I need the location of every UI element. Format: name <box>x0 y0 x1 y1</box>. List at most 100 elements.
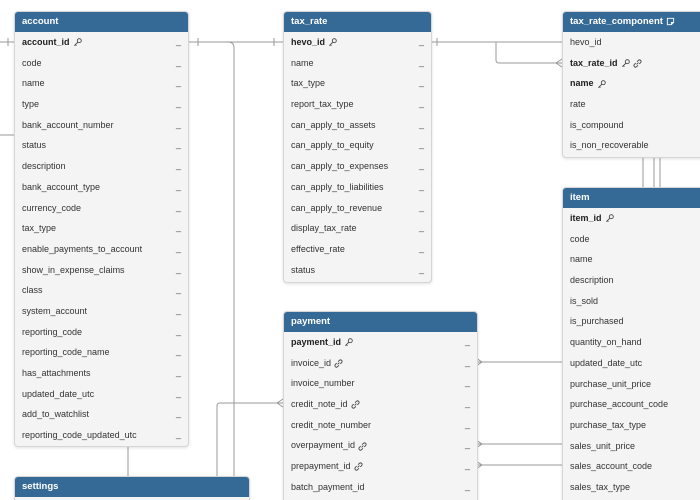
table-header[interactable]: item <box>563 188 700 208</box>
field-row[interactable]: enable_payments_to_account_ <box>15 239 188 260</box>
link-icon <box>334 359 343 368</box>
field-row[interactable]: effective_rate_ <box>284 239 431 260</box>
field-row[interactable]: report_tax_type_ <box>284 94 431 115</box>
field-name: tax_type <box>22 223 57 234</box>
field-name: is_compound <box>570 119 624 130</box>
field-row[interactable]: is_non_recoverable_ <box>563 135 700 156</box>
field-row[interactable]: has_attachments_ <box>15 363 188 384</box>
field-row[interactable]: is_purchased_ <box>563 311 700 332</box>
field-row[interactable]: hevo_id_ <box>284 32 431 53</box>
field-name: reporting_code <box>22 326 83 337</box>
field-row[interactable]: can_apply_to_liabilities_ <box>284 177 431 198</box>
field-row[interactable]: bank_account_type_ <box>15 177 188 198</box>
field-row[interactable]: currency_code_ <box>15 198 188 219</box>
field-name: prepayment_id <box>291 461 351 472</box>
field-row[interactable]: name_ <box>284 53 431 74</box>
field-name: can_apply_to_assets <box>291 119 376 130</box>
field-row[interactable]: payment_id_ <box>284 332 477 353</box>
field-name: description <box>22 161 66 172</box>
field-name: updated_date_utc <box>570 357 643 368</box>
field-row[interactable]: code_ <box>563 229 700 250</box>
field-row[interactable]: credit_note_id_ <box>284 394 477 415</box>
table-title: account <box>22 16 59 27</box>
nullable-marker: _ <box>175 367 181 377</box>
field-row[interactable]: purchase_tax_type_ <box>563 415 700 436</box>
field-name: tax_rate_id <box>570 57 618 68</box>
field-row[interactable]: name_ <box>15 73 188 94</box>
field-name: credit_note_number <box>291 419 372 430</box>
table-header[interactable]: tax_rate <box>284 12 431 32</box>
field-row[interactable]: can_apply_to_assets_ <box>284 115 431 136</box>
field-row[interactable]: is_sold_ <box>563 291 700 312</box>
nullable-marker: _ <box>175 242 181 253</box>
nullable-marker: _ <box>464 398 470 409</box>
field-row[interactable]: updated_date_utc_ <box>15 384 188 405</box>
field-row[interactable]: credit_note_number_ <box>284 415 477 436</box>
table-header[interactable]: tax_rate_component <box>563 12 700 32</box>
field-name: name <box>570 78 594 89</box>
field-row[interactable]: can_apply_to_equity_ <box>284 135 431 156</box>
nullable-marker: _ <box>175 118 181 129</box>
field-row[interactable]: can_apply_to_expenses_ <box>284 156 431 177</box>
field-row[interactable]: sales_tax_type_ <box>563 477 700 498</box>
field-row[interactable]: is_compound_ <box>563 115 700 136</box>
table-tax-rate-component[interactable]: tax_rate_componenthevo_id_tax_rate_id_na… <box>562 11 700 158</box>
field-row[interactable]: tax_rate_id_ <box>563 53 700 74</box>
field-name: reporting_code_updated_utc <box>22 430 137 441</box>
nullable-marker: _ <box>418 263 424 274</box>
field-row[interactable]: name_ <box>563 249 700 270</box>
table-header[interactable]: account <box>15 12 188 32</box>
field-row[interactable]: show_in_expense_claims_ <box>15 260 188 281</box>
field-row[interactable]: status_ <box>15 135 188 156</box>
field-name: item_id <box>570 213 602 223</box>
field-row[interactable]: can_apply_to_revenue_ <box>284 198 431 219</box>
field-row[interactable]: sales_unit_price_ <box>563 436 700 457</box>
note-icon[interactable] <box>666 17 675 26</box>
field-row[interactable]: reporting_code_updated_utc_ <box>15 425 188 446</box>
field-row[interactable]: status_ <box>284 260 431 281</box>
table-tax-rate[interactable]: tax_rate hevo_id_name_tax_type_report_tax… <box>283 11 432 283</box>
table-title: tax_rate <box>291 16 328 27</box>
field-row[interactable]: item_id_ <box>563 208 700 229</box>
field-row[interactable]: sales_account_code_ <box>563 456 700 477</box>
field-row[interactable]: name_ <box>563 73 700 94</box>
field-row[interactable]: purchase_unit_price_ <box>563 374 700 395</box>
field-row[interactable]: invoice_id_ <box>284 353 477 374</box>
field-row[interactable]: system_account_ <box>15 301 188 322</box>
field-row[interactable]: prepayment_id_ <box>284 456 477 477</box>
field-row[interactable]: description_ <box>563 270 700 291</box>
table-header[interactable]: payment <box>284 312 477 332</box>
field-name: hevo_id <box>570 37 602 47</box>
table-header[interactable]: settings <box>15 477 249 497</box>
field-row[interactable]: overpayment_id_ <box>284 435 477 456</box>
field-row[interactable]: class_ <box>15 280 188 301</box>
field-row[interactable]: code_ <box>15 53 188 74</box>
field-row[interactable]: reporting_code_ <box>15 322 188 343</box>
field-row[interactable]: account_id_ <box>15 32 188 53</box>
field-row[interactable]: tax_type_ <box>284 73 431 94</box>
field-row[interactable]: invoice_number_ <box>284 373 477 394</box>
field-row[interactable]: rate_ <box>563 94 700 115</box>
nullable-marker: _ <box>418 201 424 212</box>
table-item[interactable]: itemitem_id_code_name_description_is_sol… <box>562 187 700 500</box>
field-row[interactable]: bank_account_number_ <box>15 115 188 136</box>
field-row[interactable]: tax_type_ <box>15 218 188 239</box>
field-row[interactable]: quantity_on_hand_ <box>563 332 700 353</box>
field-row[interactable]: display_tax_rate_ <box>284 218 431 239</box>
field-row[interactable]: description_ <box>15 156 188 177</box>
field-row[interactable]: batch_payment_id_ <box>284 477 477 498</box>
field-row[interactable]: add_to_watchlist_ <box>15 404 188 425</box>
field-row[interactable]: updated_date_utc_ <box>563 353 700 374</box>
field-row[interactable]: reporting_code_name_ <box>15 342 188 363</box>
field-name: system_account <box>22 305 88 316</box>
field-row[interactable]: purchase_account_code_ <box>563 394 700 415</box>
table-settings[interactable]: settings <box>14 476 250 500</box>
link-icon <box>351 400 360 409</box>
field-name: show_in_expense_claims <box>22 264 125 275</box>
field-row[interactable]: type_ <box>15 94 188 115</box>
field-row[interactable]: hevo_id_ <box>563 32 700 53</box>
field-name: purchase_account_code <box>570 399 669 410</box>
